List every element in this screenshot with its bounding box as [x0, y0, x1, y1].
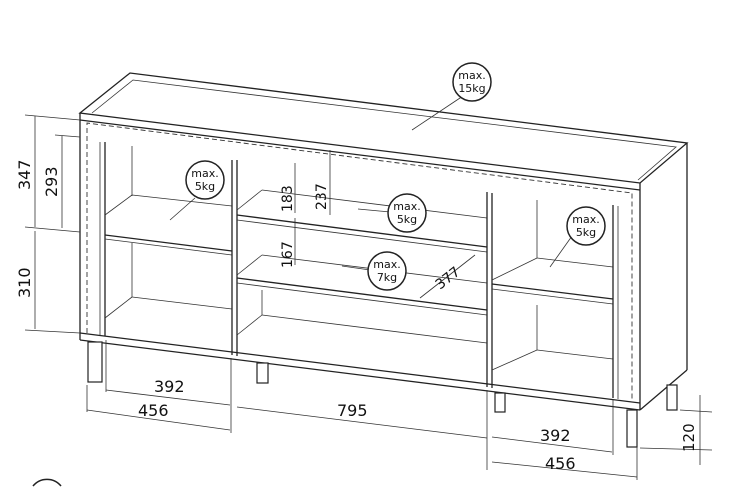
dimension-labels: 347 293 310 183 237 167 377 392 456 795 … [15, 159, 698, 473]
cabinet-body [78, 72, 689, 411]
dim-120: 120 [680, 423, 698, 452]
load-callout-right-shelf: max. 5kg [566, 206, 606, 246]
svg-text:max.: max. [373, 258, 400, 271]
svg-text:max.: max. [191, 167, 218, 180]
leg-front-left [87, 341, 103, 383]
leg-front-right [626, 409, 638, 448]
leg-middle [256, 362, 269, 384]
svg-text:max.: max. [458, 69, 485, 82]
partial-callout-circle [32, 478, 62, 487]
svg-text:15kg: 15kg [458, 82, 485, 95]
dim-293: 293 [42, 166, 61, 197]
dim-347: 347 [15, 159, 34, 190]
dim-377: 377 [433, 264, 464, 293]
dim-237: 237 [314, 183, 330, 210]
svg-text:5kg: 5kg [195, 180, 215, 193]
legs [87, 341, 678, 448]
dim-456-right: 456 [545, 454, 576, 473]
dim-310: 310 [15, 267, 34, 298]
dimension-lines [24, 95, 713, 480]
svg-text:max.: max. [572, 213, 599, 226]
svg-text:7kg: 7kg [377, 271, 397, 284]
dim-183: 183 [280, 185, 296, 212]
load-callout-middle-lower-shelf: max. 7kg [367, 251, 407, 291]
dim-456-left: 456 [138, 401, 169, 420]
dim-392-left: 392 [154, 377, 185, 396]
load-callout-left-shelf: max. 5kg [185, 160, 225, 200]
svg-text:5kg: 5kg [576, 226, 596, 239]
dim-795: 795 [337, 401, 368, 420]
load-callout-top: max. 15kg [452, 62, 492, 102]
dim-167: 167 [280, 241, 296, 268]
svg-text:max.: max. [393, 200, 420, 213]
leg-middle-right [494, 392, 506, 413]
leg-back-right [666, 384, 678, 411]
load-callout-middle-upper-shelf: max. 5kg [387, 193, 427, 233]
svg-text:5kg: 5kg [397, 213, 417, 226]
dim-392-right: 392 [540, 426, 571, 445]
